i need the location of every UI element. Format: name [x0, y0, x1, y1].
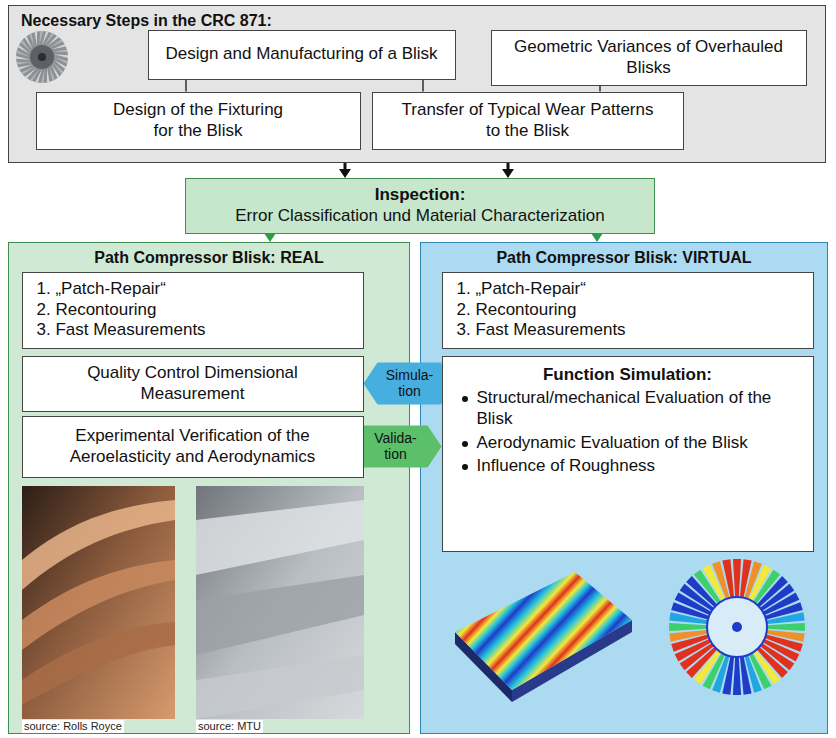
photo-mtu: [196, 486, 364, 719]
arrow-label: Valida- tion: [364, 428, 428, 466]
box-text: Error Classification und Material Charac…: [235, 206, 604, 227]
bullet-text: Aerodynamic Evaluation of the Blisk: [477, 433, 801, 454]
box-text: Experimental Verification of the Aeroela…: [33, 426, 353, 467]
connector-line: [423, 80, 424, 92]
steps-panel: Necessary Steps in the CRC 871: Design an…: [8, 5, 826, 163]
box-heading: Function Simulation:: [543, 365, 712, 386]
step-box: Geometric Variances of Overhauled Blisks: [491, 30, 807, 86]
flow-arrow: [364, 426, 442, 468]
connector-line: [600, 86, 601, 92]
step-list-box: 1. „Patch-Repair“2. Recontouring3. Fast …: [22, 272, 364, 349]
image-source-caption: source: MTU: [196, 720, 263, 733]
blisk-icon: [16, 31, 68, 83]
process-box: Experimental Verification of the Aeroela…: [22, 416, 364, 478]
blisk-simulation-disk: [669, 559, 805, 695]
bullet-text: Structural/mechanical Evaluation of the …: [477, 388, 801, 429]
list-item: 2. Recontouring: [457, 300, 577, 321]
list-item: 3. Fast Measurements: [37, 320, 206, 341]
connector-line: [264, 233, 276, 242]
inspection-box: Inspection:Error Classification und Mate…: [185, 178, 655, 234]
step-box: Design and Manufacturing of a Blisk: [148, 30, 456, 80]
bullet-row: Aerodynamic Evaluation of the Blisk: [455, 433, 801, 454]
bullet-dot: [462, 441, 468, 447]
list-item: 1. „Patch-Repair“: [37, 279, 166, 300]
box-text: Transfer of Typical Wear Patterns to the…: [397, 100, 659, 141]
panel-heading: Necessary Steps in the CRC 871:: [21, 11, 272, 30]
connector-line: [502, 163, 514, 178]
bullet-dot: [462, 464, 468, 470]
flow-arrow: [364, 363, 442, 405]
step-box: Design of the Fixturing for the Blisk: [36, 92, 361, 150]
box-text: Design of the Fixturing for the Blisk: [107, 100, 289, 141]
bullet-row: Structural/mechanical Evaluation of the …: [455, 388, 801, 429]
list-item: 1. „Patch-Repair“: [457, 279, 586, 300]
process-box: Quality Control Dimensional Measurement: [22, 356, 364, 412]
photo-rolls-royce: [22, 486, 175, 719]
connector-line: [591, 233, 603, 242]
function-simulation-box: Function Simulation:Structural/mechanica…: [442, 356, 814, 552]
box-heading: Inspection:: [375, 185, 466, 206]
surface-plot: [455, 572, 632, 702]
bullet-row: Influence of Roughness: [455, 456, 801, 477]
connector-line: [339, 163, 351, 178]
step-box: Transfer of Typical Wear Patterns to the…: [372, 92, 684, 150]
box-text: Geometric Variances of Overhauled Blisks: [502, 37, 796, 78]
bullet-dot: [462, 396, 468, 402]
panel-heading: Path Compressor Blisk: VIRTUAL: [421, 248, 827, 267]
list-item: 2. Recontouring: [37, 300, 157, 321]
bullet-text: Influence of Roughness: [477, 456, 801, 477]
box-text: Quality Control Dimensional Measurement: [84, 363, 301, 404]
step-list-box: 1. „Patch-Repair“2. Recontouring3. Fast …: [442, 272, 814, 349]
box-text: Design and Manufacturing of a Blisk: [165, 44, 437, 65]
arrow-label: Simula- tion: [378, 365, 442, 403]
panel-heading: Path Compressor Blisk: REAL: [9, 248, 409, 267]
list-item: 3. Fast Measurements: [457, 320, 626, 341]
image-source-caption: source: Rolls Royce: [22, 720, 124, 733]
connector-line: [186, 80, 187, 92]
